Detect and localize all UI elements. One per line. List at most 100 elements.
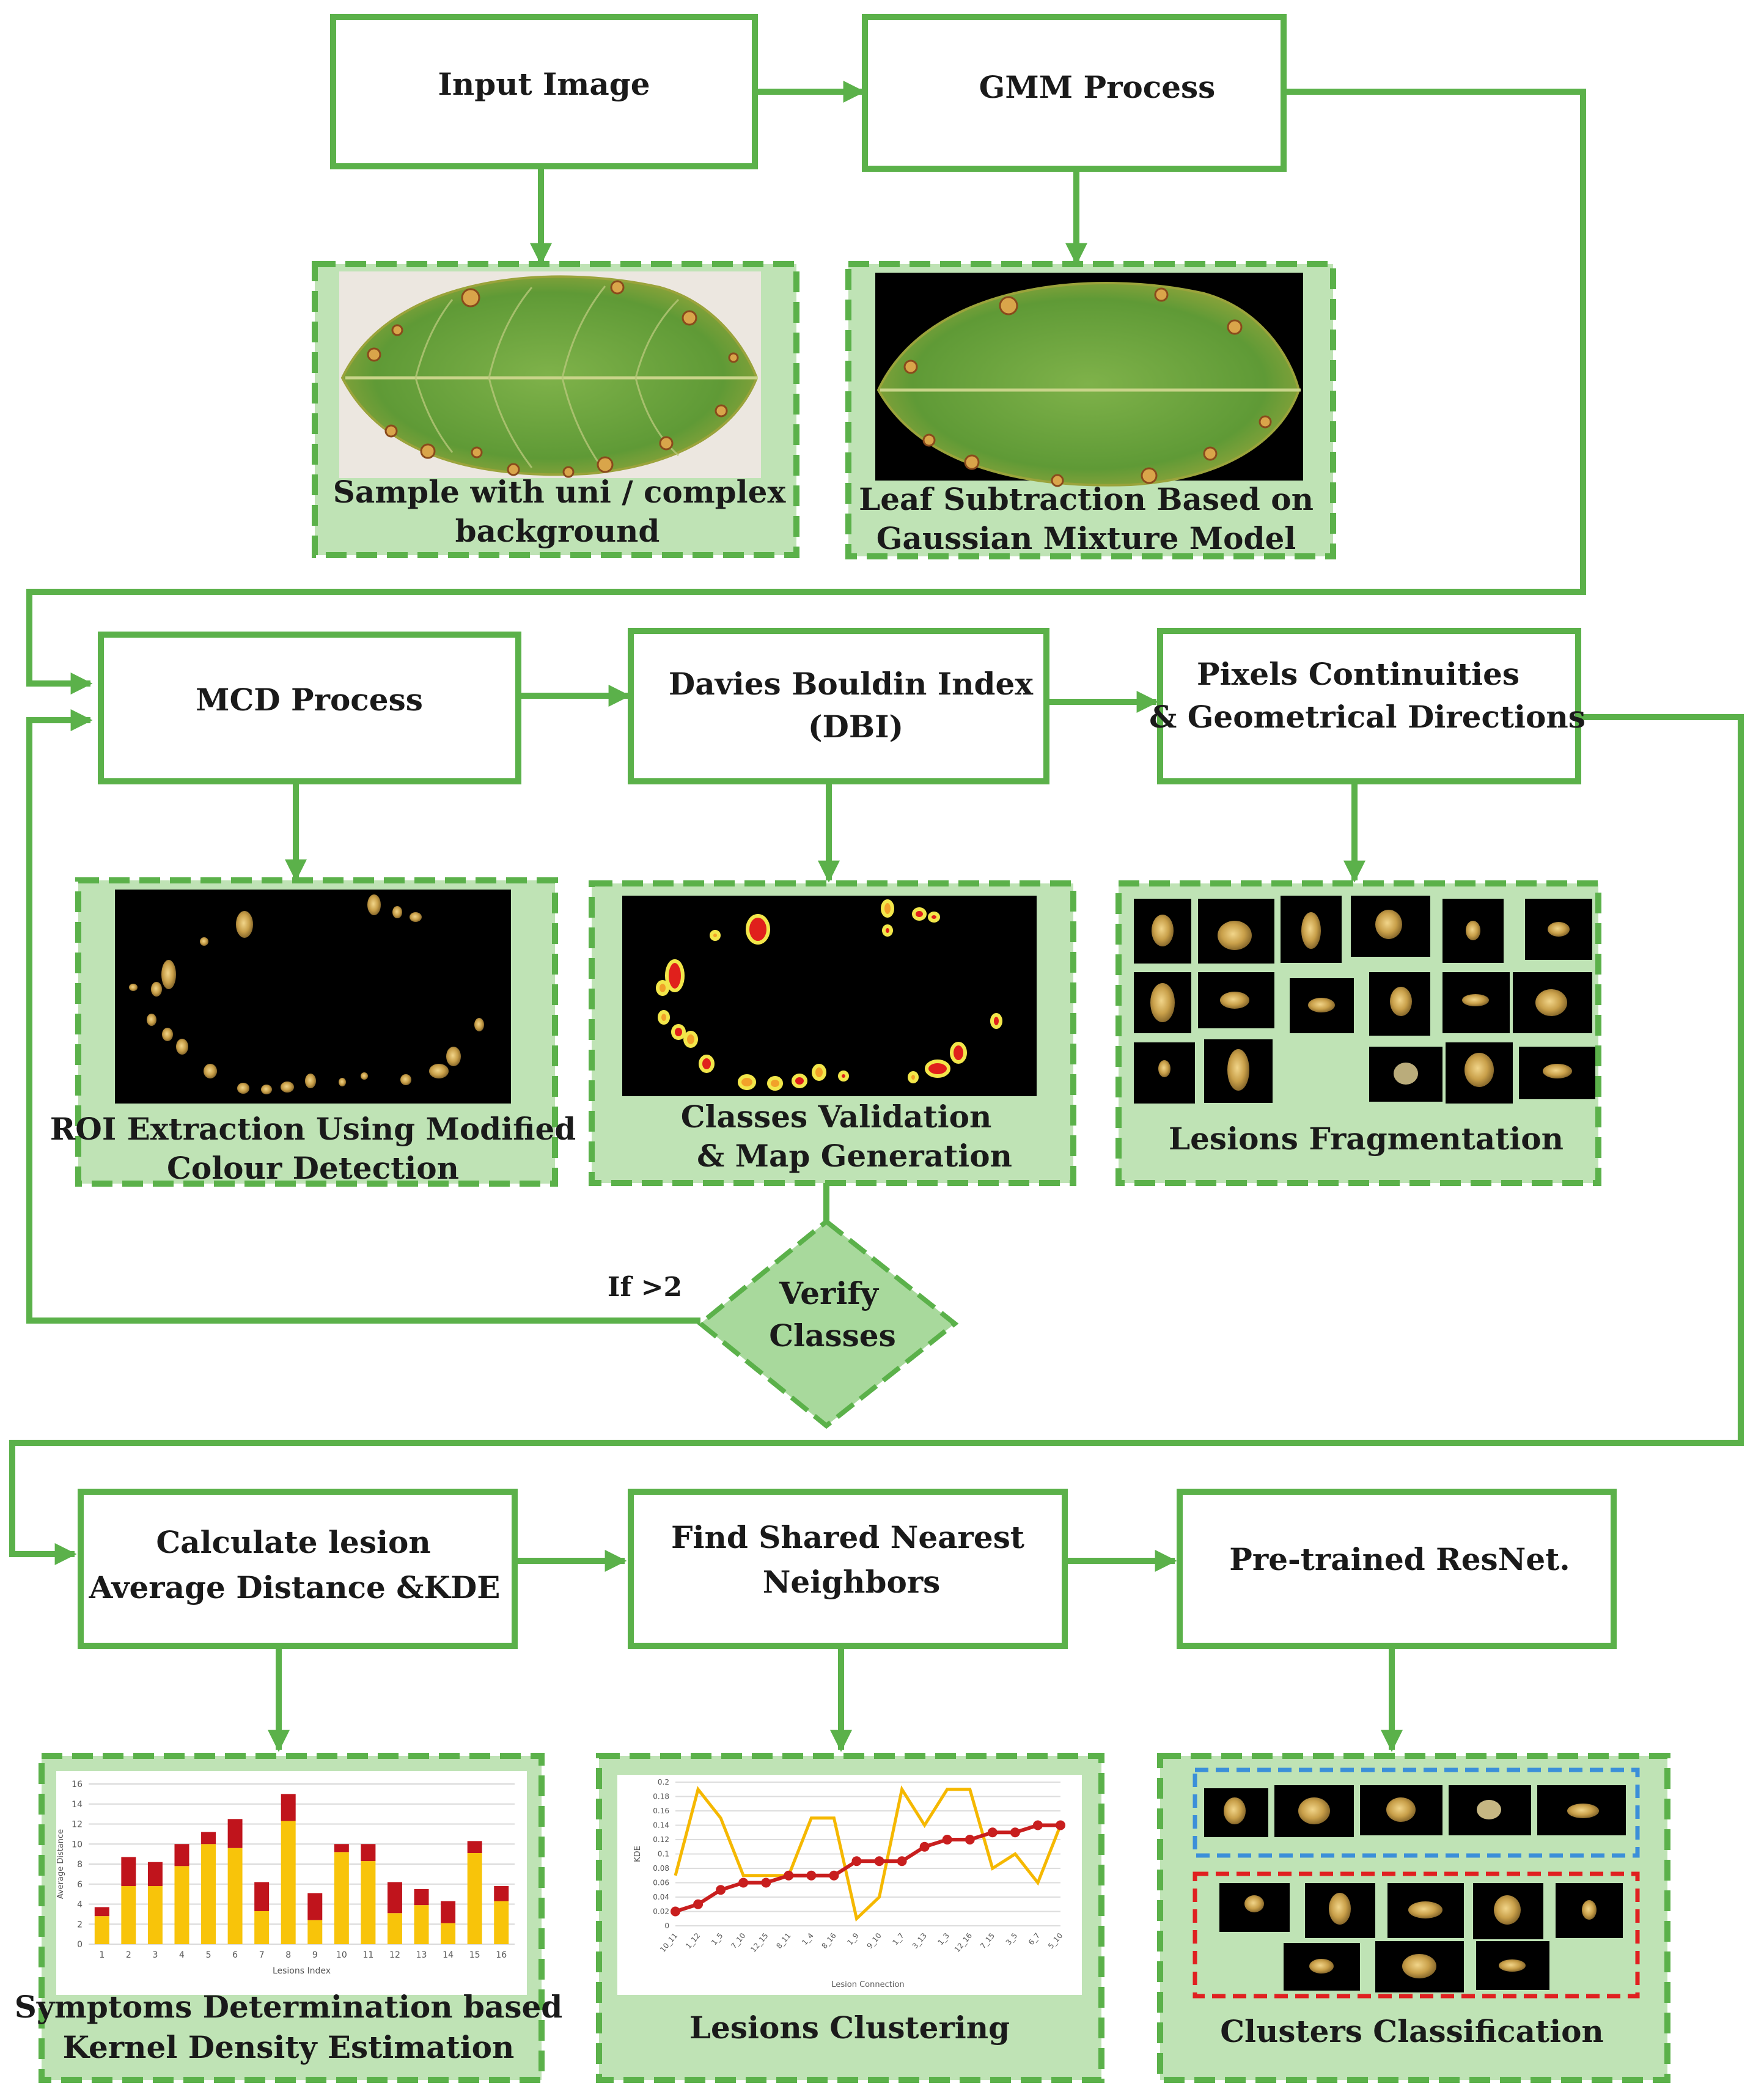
line-point-red xyxy=(851,1856,862,1867)
bar-base-segment xyxy=(227,1848,243,1944)
line-point-red xyxy=(693,1899,704,1909)
bar-x-tick-label: 6 xyxy=(232,1950,238,1960)
bar-base-segment xyxy=(441,1923,456,1944)
svg-text:Average Distance &KDE: Average Distance &KDE xyxy=(89,1569,501,1605)
classes-map-image xyxy=(622,896,1037,1096)
bar-base-segment xyxy=(494,1901,509,1944)
bar-y-tick-label: 2 xyxy=(77,1920,83,1929)
svg-text:background: background xyxy=(455,513,660,549)
bar-top-segment xyxy=(121,1857,136,1887)
line-chart-kde: 00.020.040.060.080.10.120.140.160.180.21… xyxy=(617,1775,1082,1995)
bar-x-tick-label: 13 xyxy=(416,1950,427,1960)
svg-text:Gaussian Mixture Model: Gaussian Mixture Model xyxy=(876,520,1296,556)
line-point-red xyxy=(1032,1820,1043,1830)
bar-x-tick-label: 3 xyxy=(152,1950,158,1960)
bar-top-segment xyxy=(414,1889,429,1906)
bar-y-tick-label: 10 xyxy=(72,1840,83,1849)
bar-y-tick-label: 8 xyxy=(77,1860,83,1870)
bar-base-segment xyxy=(121,1886,136,1944)
bar-x-axis-label: Lesions Index xyxy=(273,1966,331,1976)
line-y-tick-label: 0.18 xyxy=(653,1793,669,1801)
fragment-thumbnails xyxy=(1134,896,1595,1104)
svg-text:Verify: Verify xyxy=(779,1275,880,1311)
bar-top-segment xyxy=(254,1882,270,1911)
roi-lesions xyxy=(129,894,484,1094)
process-resnet: Pre-trained ResNet. xyxy=(1177,1489,1617,1649)
svg-text:(DBI): (DBI) xyxy=(808,709,903,745)
bar-y-tick-label: 6 xyxy=(77,1880,83,1890)
line-point-red xyxy=(874,1856,884,1867)
leaf-subtracted-image xyxy=(876,281,1301,487)
cluster-red-group xyxy=(1193,1871,1640,1999)
line-point-red xyxy=(965,1835,975,1845)
svg-text:Symptoms Determination based: Symptoms Determination based xyxy=(15,1989,562,2025)
bar-x-tick-label: 2 xyxy=(126,1950,131,1960)
bar-x-tick-label: 9 xyxy=(312,1950,318,1960)
line-point-red xyxy=(806,1870,817,1881)
bar-top-segment xyxy=(307,1893,323,1920)
line-x-axis-label: Lesion Connection xyxy=(831,1980,904,1989)
line-series-yellow xyxy=(674,1785,1062,1922)
line-point-red xyxy=(942,1835,952,1845)
svg-text:Lesions Clustering: Lesions Clustering xyxy=(689,2010,1010,2046)
line-point-red xyxy=(987,1827,998,1838)
bar-top-segment xyxy=(174,1844,189,1867)
svg-text:Pixels Continuities: Pixels Continuities xyxy=(1197,656,1520,692)
bar-x-tick-label: 15 xyxy=(469,1950,480,1960)
svg-text:ROI Extraction Using Modified: ROI Extraction Using Modified xyxy=(50,1111,576,1147)
process-snn: Find Shared Nearest Neighbors xyxy=(628,1489,1068,1649)
svg-text:Colour Detection: Colour Detection xyxy=(167,1150,459,1186)
condition-label: If >2 xyxy=(608,1272,682,1303)
line-point-red xyxy=(1056,1820,1065,1830)
bar-y-tick-label: 4 xyxy=(77,1900,83,1910)
panel-classes-validation: Classes Validation & Map Generation xyxy=(589,880,1076,1186)
roi-image xyxy=(115,890,511,1104)
line-point-red xyxy=(897,1856,907,1867)
line-point-red xyxy=(829,1870,839,1881)
bar-top-segment xyxy=(94,1907,109,1917)
bar-x-tick-label: 8 xyxy=(285,1950,291,1960)
svg-text:& Geometrical Directions: & Geometrical Directions xyxy=(1149,699,1586,735)
line-y-tick-label: 0 xyxy=(664,1922,669,1930)
bar-top-segment xyxy=(494,1886,509,1901)
bar-x-tick-label: 1 xyxy=(99,1950,105,1960)
line-point-red xyxy=(919,1841,930,1852)
bar-base-segment xyxy=(174,1866,189,1944)
panel-lesions-clustering: 00.020.040.060.080.10.120.140.160.180.21… xyxy=(596,1753,1104,2083)
bar-top-segment xyxy=(147,1862,163,1887)
bar-x-tick-label: 11 xyxy=(362,1950,373,1960)
bar-base-segment xyxy=(361,1861,376,1944)
process-input-image: Input Image xyxy=(330,14,758,169)
process-dbi: Davies Bouldin Index (DBI) xyxy=(628,628,1049,784)
svg-text:Pre-trained ResNet.: Pre-trained ResNet. xyxy=(1229,1541,1570,1577)
svg-text:Lesions Fragmentation: Lesions Fragmentation xyxy=(1169,1121,1564,1157)
bar-x-tick-label: 4 xyxy=(179,1950,185,1960)
line-point-red xyxy=(671,1906,680,1917)
cluster-blue-group xyxy=(1193,1767,1640,1858)
bar-top-segment xyxy=(334,1844,349,1852)
bar-base-segment xyxy=(387,1913,402,1944)
line-y-tick-label: 0.14 xyxy=(653,1821,669,1830)
svg-text:Davies Bouldin Index: Davies Bouldin Index xyxy=(669,666,1034,702)
arrow-gmm-to-mcd xyxy=(26,89,1586,695)
arrow-pixels-to-kde xyxy=(9,714,1744,1565)
decision-verify-classes: Verify Classes xyxy=(696,1218,959,1429)
bar-y-tick-label: 0 xyxy=(77,1940,83,1950)
bar-base-segment xyxy=(147,1886,163,1944)
bar-y-tick-label: 16 xyxy=(72,1780,83,1789)
arrow-verify-loop-to-mcd xyxy=(26,709,700,1324)
cluster-thumbnails xyxy=(1204,1785,1626,1992)
bar-base-segment xyxy=(334,1852,349,1944)
svg-text:Leaf Subtraction Based on: Leaf Subtraction Based on xyxy=(859,481,1314,517)
bar-base-segment xyxy=(94,1916,109,1944)
svg-text:Clusters Classification: Clusters Classification xyxy=(1220,2013,1604,2049)
panel-lesions-fragmentation: Lesions Fragmentation xyxy=(1115,880,1601,1186)
classes-map-lesions xyxy=(656,899,1002,1091)
svg-text:Sample with uni / complex: Sample with uni / complex xyxy=(333,474,787,510)
line-y-tick-label: 0.12 xyxy=(653,1835,669,1844)
line-point-red xyxy=(761,1878,771,1888)
panel-leaf-subtraction: Leaf Subtraction Based on Gaussian Mixtu… xyxy=(845,261,1336,559)
line-point-red xyxy=(1010,1827,1020,1838)
svg-text:Calculate lesion: Calculate lesion xyxy=(156,1524,430,1560)
